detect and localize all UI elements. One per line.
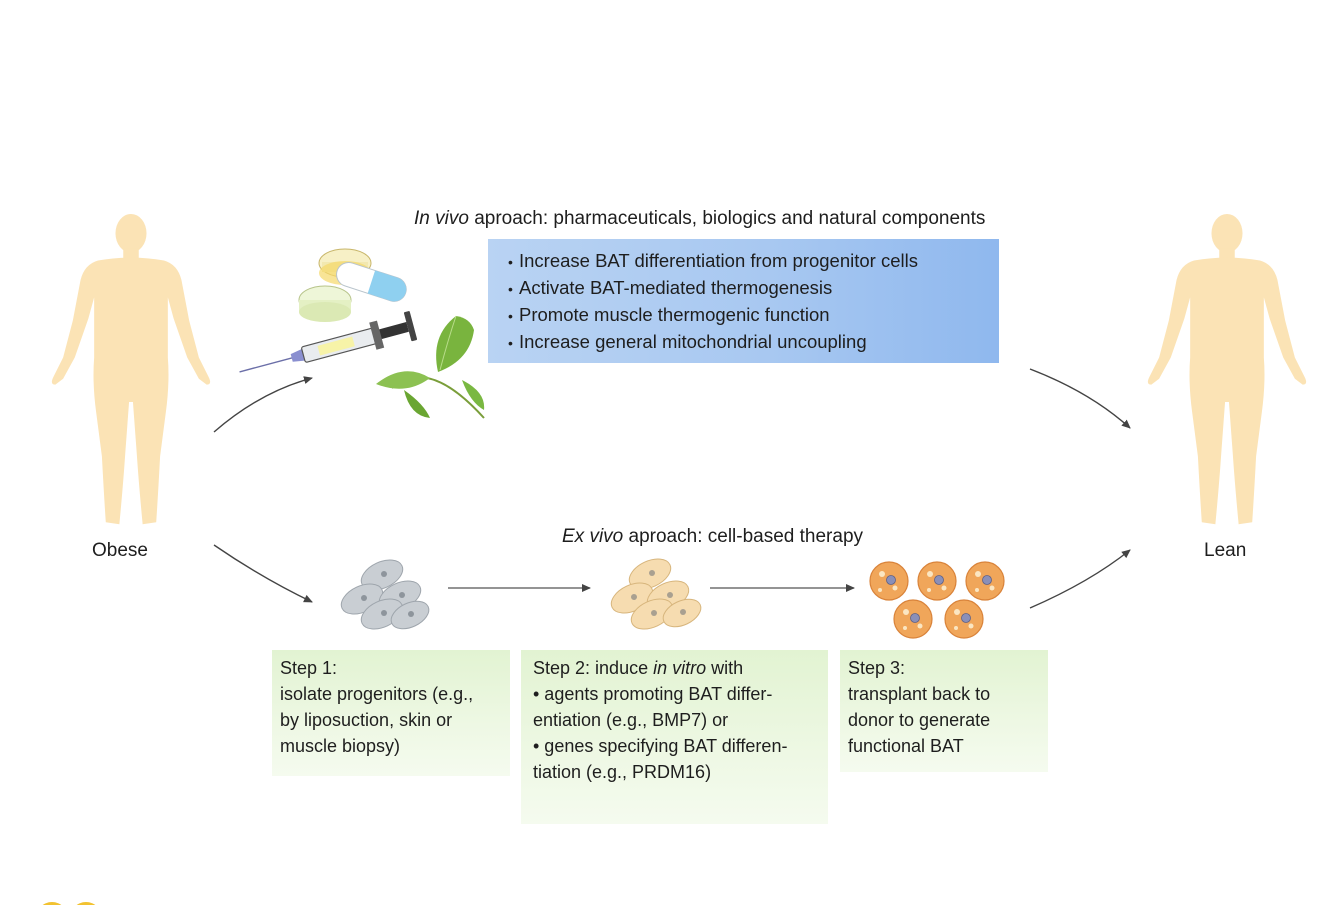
pill-capsule-icon	[298, 248, 407, 322]
in-vivo-effect-item: Increase BAT differentiation from progen…	[508, 248, 999, 275]
ex-vivo-heading-rest: aproach: cell-based therapy	[623, 526, 864, 547]
corner-decoration	[42, 902, 96, 905]
syringe-icon	[239, 311, 418, 373]
step1-title: Step 1:	[280, 658, 338, 678]
in-vivo-effect-item: Increase general mitochondrial uncouplin…	[508, 329, 999, 356]
ex-vivo-heading: Ex vivo aproach: cell-based therapy	[562, 526, 863, 548]
leaf-icon	[376, 315, 485, 419]
step2-line: tiation (e.g., PRDM16)	[533, 762, 712, 782]
step1-line: isolate progenitors (e.g.,	[280, 684, 474, 704]
step3-box: Step 3: transplant back to donor to gene…	[840, 650, 1048, 772]
in-vivo-effects-box: Increase BAT differentiation from progen…	[488, 239, 999, 363]
step2-line: entiation (e.g., BMP7) or	[533, 710, 729, 730]
step2-box: Step 2: induce in vitro with • agents pr…	[521, 650, 828, 824]
arrow-obese-to-ex-vivo	[213, 544, 313, 603]
step2-line: • genes specifying BAT differen-	[533, 736, 788, 756]
step1-line: by liposuction, skin or	[280, 710, 453, 730]
ex-vivo-heading-em: Ex vivo	[562, 526, 624, 547]
step2-title-em: in vitro	[653, 658, 707, 678]
step1-line: muscle biopsy)	[280, 736, 401, 756]
in-vivo-effect-item: Promote muscle thermogenic function	[508, 302, 999, 329]
obese-label: Obese	[92, 540, 148, 561]
arrow-in-vivo-to-lean	[1029, 368, 1131, 429]
lean-person-icon	[1147, 213, 1307, 525]
step2-title-post: with	[706, 658, 744, 678]
lean-label: Lean	[1204, 540, 1247, 561]
step3-line: transplant back to	[848, 684, 991, 704]
step3-line: donor to generate	[848, 710, 991, 730]
step1-box: Step 1: isolate progenitors (e.g., by li…	[272, 650, 510, 776]
step3-title: Step 3:	[848, 658, 906, 678]
in-vivo-effect-item: Activate BAT-mediated thermogenesis	[508, 275, 999, 302]
brown-fat-cells-icon	[869, 561, 1005, 639]
obese-person-icon	[51, 213, 211, 525]
progenitor-cells-icon	[340, 559, 430, 630]
in-vivo-heading-em: In vivo	[414, 208, 469, 229]
arrow-obese-to-in-vivo	[213, 376, 313, 433]
step2-title-pre: Step 2: induce	[533, 658, 654, 678]
differentiating-cells-icon	[610, 558, 702, 630]
step2-title: Step 2: induce in vitro with	[533, 655, 820, 681]
step2-line: • agents promoting BAT differ-	[533, 684, 773, 704]
step3-line: functional BAT	[848, 736, 964, 756]
arrow-ex-vivo-to-lean	[1029, 549, 1131, 609]
in-vivo-heading-rest: aproach: pharmaceuticals, biologics and …	[468, 208, 986, 229]
in-vivo-heading: In vivo aproach: pharmaceuticals, biolog…	[414, 208, 985, 230]
in-vivo-effects-list: Increase BAT differentiation from progen…	[508, 248, 999, 356]
